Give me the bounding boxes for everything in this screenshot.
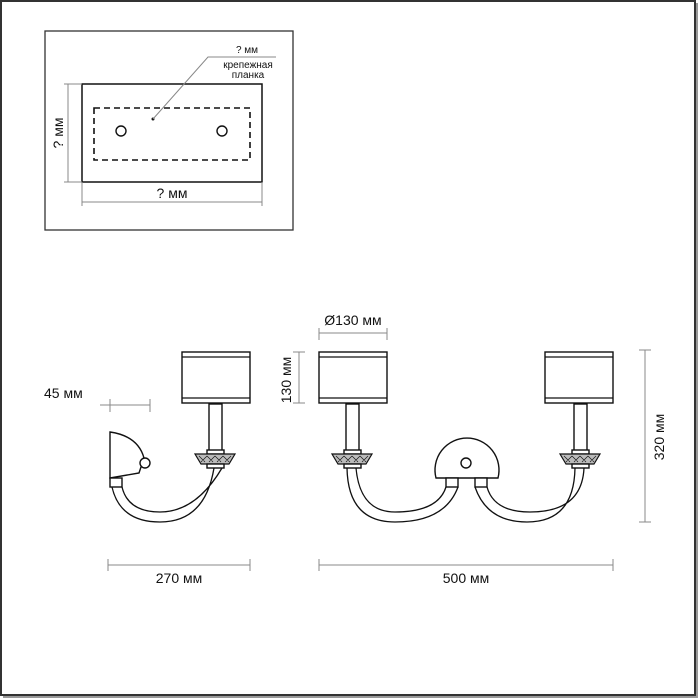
plate-name-line2: планка <box>232 70 265 81</box>
wall-offset-label: 45 мм <box>44 385 83 401</box>
mount-plate-inset: ? мм крепежная планка ? мм ? мм <box>44 30 294 231</box>
screw-hole <box>216 125 228 137</box>
plate-size-label: ? мм <box>236 45 258 56</box>
dimension-lines <box>100 328 651 571</box>
screw-hole <box>115 125 127 137</box>
total-height-label: 320 мм <box>651 414 667 461</box>
plate-height-label: ? мм <box>50 118 66 149</box>
shade-diameter-label: Ø130 мм <box>324 312 381 328</box>
side-view <box>109 351 251 523</box>
width-label: 500 мм <box>443 570 490 586</box>
shade-height-label: 130 мм <box>278 357 294 404</box>
plate-width-label: ? мм <box>157 185 188 201</box>
depth-label: 270 мм <box>156 570 203 586</box>
plate-name-line1: крепежная <box>223 60 273 71</box>
front-view <box>318 351 614 523</box>
